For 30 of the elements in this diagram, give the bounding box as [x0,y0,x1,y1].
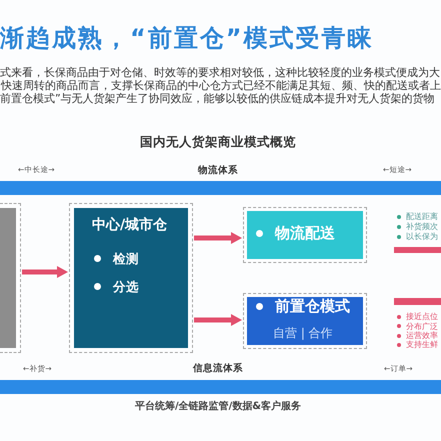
body-text: 式来看，长保商品由于对仓储、时效等的要求相对较低，这种比较轻度的业务模式便成为大 [0,66,440,80]
list-item: 以长保为 [406,232,438,242]
band-label: 信息流体系 [193,363,243,375]
band-label: 物流体系 [198,165,238,177]
list-item: 分选 [113,278,139,294]
list-item: 支持生鲜 [406,340,438,350]
arrow [194,314,242,326]
arrow [194,232,242,244]
process-box [69,203,193,353]
process-box [0,203,21,353]
subheading: 国内无人货架商业模式概览 [140,134,296,148]
list-item: 补货频次 [406,222,438,232]
box-heading: 物流配送 [275,224,335,242]
process-box [243,207,367,263]
banner-bar [0,380,441,394]
box-heading: 中心/城市仓 [92,216,168,234]
list-item: 运营效率 [406,331,438,340]
list-item: 接近点位 [406,312,438,322]
process-box [243,293,367,349]
body-text: 前置仓模式”与无人货架产生了协同效应，能够以较低的供应链成本提升对无人货架的货物 [0,92,435,106]
body-text: 快速周转的商品而言，支撑长保商品的中心仓方式已经不能满足其短、频、快的配送或者上 [1,79,441,92]
arrow [22,266,68,278]
box-heading: 前置仓模式 [275,297,350,315]
list-item: 检测 [113,250,139,266]
footer-text: 平台统筹/全链路监管/数据&客户服务 [134,401,302,413]
title: 渐趋成熟，“前置仓”模式受青睐 [0,24,374,52]
list-item: 分布广泛 [406,322,438,331]
list-item: 配送距离 [406,212,438,222]
banner-bar [0,181,441,195]
subtitle: 自营 | 合作 [273,326,333,340]
